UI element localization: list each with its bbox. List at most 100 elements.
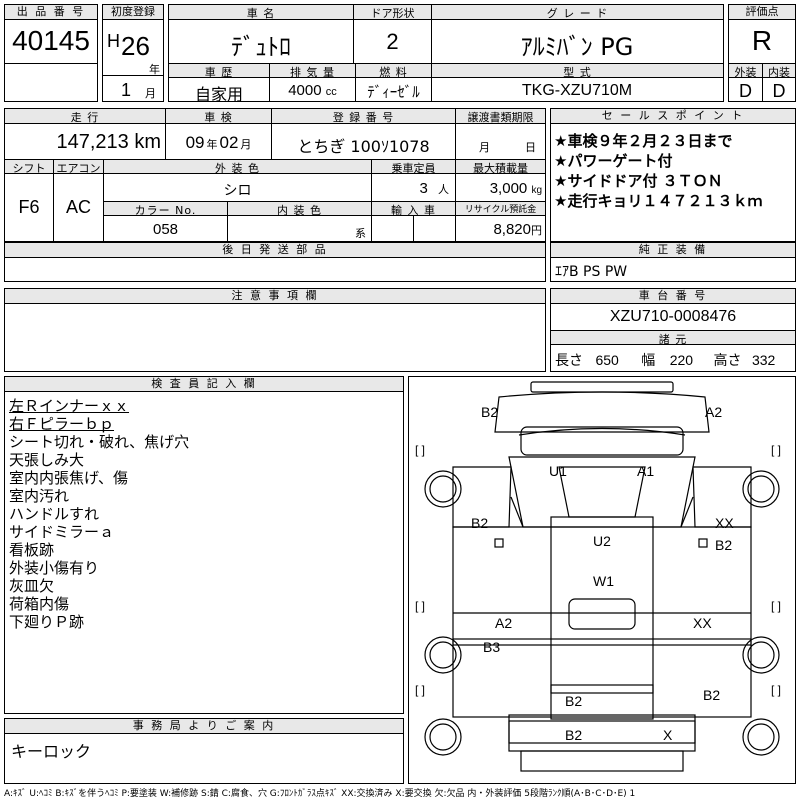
year-unit: 年 <box>149 63 160 76</box>
equipment-box: 純 正 装 備 ｴｱB PS PW <box>550 242 796 282</box>
sales-points-list: ★車検９年２月２３日まで ★パワーゲート付 ★サイドドア付 ３ＴＯＮ ★走行キョ… <box>554 131 762 211</box>
reg-month: 1 <box>121 80 132 100</box>
sales-point: ★走行キョリ１４７２１３ｋｍ <box>554 192 763 210</box>
car-name-box: 車 名 ドア形状 グ レ ー ド ﾃﾞｭﾄﾛ 2 ｱﾙﾐﾊﾞﾝ PG 車 歴 排… <box>168 4 724 104</box>
mileage-value: 147,213 km <box>5 131 165 154</box>
door-label: ドア形状 <box>353 5 431 20</box>
left-door-damage: B2 <box>471 515 489 531</box>
plate-value: とちぎ 100ｿ1078 <box>297 137 430 156</box>
caution-label: 注 意 事 項 欄 <box>5 289 545 304</box>
load-unit: kg <box>531 185 542 196</box>
fuel-value: ﾃﾞｨｰｾﾞﾙ <box>367 83 420 101</box>
inspector-note: サイドミラーａ <box>9 523 115 541</box>
dims-label: 諸 元 <box>551 331 795 346</box>
dims-row: 長さ 650 幅 220 高さ 332 <box>555 350 793 370</box>
right-rear-damage: B2 <box>703 687 721 703</box>
right-door-damage: B2 <box>715 537 733 553</box>
chassis-number: XZU710-0008476 <box>609 308 737 325</box>
inspector-note: 外装小傷有り <box>9 559 100 577</box>
inspector-note: 看板跡 <box>9 541 55 559</box>
fuel-label: 燃 料 <box>355 64 431 79</box>
plate-label: 登 録 番 号 <box>271 109 455 124</box>
color-no-label: カラー No. <box>103 202 227 217</box>
color-no-value: 058 <box>152 221 179 238</box>
office-text: キーロック <box>11 742 92 761</box>
load-label: 最大積載量 <box>455 160 545 175</box>
car-name: ﾃﾞｭﾄﾛ <box>231 33 291 61</box>
reg-year: 26 <box>121 31 150 61</box>
recycle-label: リサイクル預託金 <box>455 202 545 216</box>
bracket-left-3: [ ] <box>415 683 426 697</box>
displacement-value: 4000 cc <box>270 82 355 99</box>
displacement-unit: cc <box>325 86 337 98</box>
inspector-note: 天張しみ大 <box>9 451 85 469</box>
sales-point: ★パワーゲート付 <box>554 152 673 170</box>
recycle-unit: 円 <box>531 225 542 237</box>
first-registration-box: 初度登録 H 26 年 1 月 <box>102 4 164 102</box>
int-color-unit: 系 <box>355 227 366 240</box>
bracket-right-3: [ ] <box>771 683 782 697</box>
int-color-label: 内 装 色 <box>227 202 371 217</box>
later-parts-box: 後 日 発 送 部 品 <box>4 242 546 282</box>
inspection-year-unit: 年 <box>206 139 218 151</box>
chassis-box: 車 台 番 号 XZU710-0008476 諸 元 長さ 650 幅 220 … <box>550 288 796 372</box>
lot-number-label: 出 品 番 号 <box>5 5 97 20</box>
displacement-number: 4000 <box>288 82 322 99</box>
caution-box: 注 意 事 項 欄 <box>4 288 546 372</box>
capacity-unit: 人 <box>438 184 449 196</box>
equipment-value: ｴｱB PS PW <box>555 264 628 280</box>
grade-value: ｱﾙﾐﾊﾞﾝ PG <box>520 33 634 61</box>
mileage-number: 147,213 <box>56 131 129 153</box>
inspector-note: 灰皿欠 <box>9 577 55 595</box>
cargo-floor-damage: B2 <box>565 693 583 709</box>
color-label: 外 装 色 <box>103 160 371 175</box>
displacement-label: 排 気 量 <box>269 64 355 79</box>
height-label: 高さ <box>713 353 742 369</box>
recycle-value: 8,820円 <box>456 221 545 238</box>
truck-outline <box>424 381 780 772</box>
history-label: 車 歴 <box>169 64 269 79</box>
door-value: 2 <box>386 29 399 54</box>
inspector-notes: 左Ｒインナーｘｘ 右Ｆピラーｂｐ シート切れ・破れ、焦げ穴 天張しみ大 室内内張… <box>9 397 189 631</box>
exterior-label: 外装 <box>729 64 762 79</box>
ac-label: エアコン <box>53 160 103 175</box>
capacity-number: 3 <box>419 180 428 197</box>
score-value: R <box>751 25 773 56</box>
roof-damage: U2 <box>593 533 611 549</box>
cab-right-damage: A1 <box>637 463 655 479</box>
shift-value: F6 <box>18 197 40 217</box>
inspection-month: 02 <box>219 133 239 152</box>
shift-label: シフト <box>5 160 53 175</box>
lot-number: 40145 <box>12 25 90 56</box>
inspector-note: 下廻りＰ跡 <box>9 613 85 631</box>
inspector-box: 検 査 員 記 入 欄 左Ｒインナーｘｘ 右Ｆピラーｂｐ シート切れ・破れ、焦げ… <box>4 376 404 714</box>
windshield-damage: W1 <box>593 573 614 589</box>
bracket-left-2: [ ] <box>415 599 426 613</box>
inspector-note: 室内内張焦げ、傷 <box>9 469 128 487</box>
bracket-left-1: [ ] <box>415 443 426 457</box>
right-side-damage: XX <box>693 615 712 631</box>
inspector-note: ハンドルすれ <box>9 505 100 523</box>
front-right-damage: A2 <box>705 404 723 420</box>
inspector-note: シート切れ・破れ、焦げ穴 <box>9 433 190 451</box>
width-label: 幅 <box>641 353 656 369</box>
rear-left-damage: B2 <box>565 727 583 743</box>
right-door-xx: XX <box>715 515 734 531</box>
sales-point: ★車検９年２月２３日まで <box>554 132 733 150</box>
length-value: 650 <box>595 352 619 368</box>
transfer-day-unit: 日 <box>525 141 536 154</box>
transfer-month-unit: 月 <box>479 141 490 154</box>
score-label: 評価点 <box>729 5 795 20</box>
exterior-grade: D <box>739 81 752 101</box>
legend: A:ｷｽﾞ U:ﾍｺﾐ B:ｷｽﾞを伴うﾍｺﾐ P:要塗装 W:補修跡 S:錆 … <box>4 789 636 799</box>
grade-label: グ レ ー ド <box>431 5 723 20</box>
inspector-note: 左Ｒインナーｘｘ <box>9 397 130 415</box>
header-block: 出 品 番 号 40145 初度登録 H 26 年 1 月 車 名 ドア形状 グ… <box>4 4 796 104</box>
color-value: シロ <box>223 183 252 199</box>
office-box: 事 務 局 よ り ご 案 内 キーロック <box>4 718 404 784</box>
mileage-unit: km <box>134 131 161 153</box>
bracket-right-2: [ ] <box>771 599 782 613</box>
recycle-number: 8,820 <box>493 221 531 238</box>
rear-right-damage: X <box>663 727 673 743</box>
